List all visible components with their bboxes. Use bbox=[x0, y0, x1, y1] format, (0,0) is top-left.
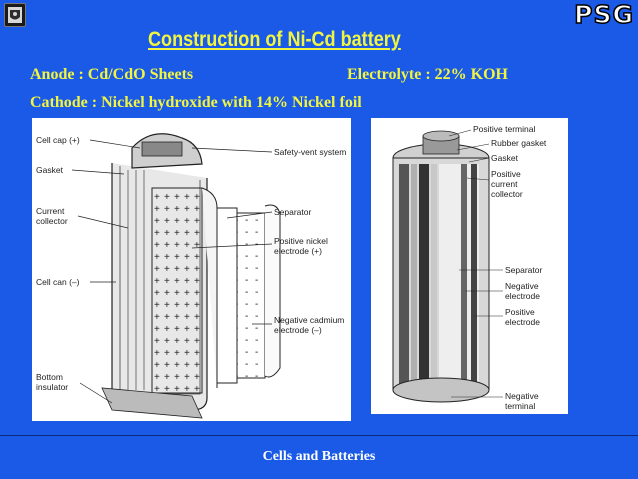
label-bottom-insulator: Bottom bbox=[36, 372, 63, 382]
label-positive-nickel: Positive nickel bbox=[274, 236, 328, 246]
label-negative-electrode-2: electrode bbox=[505, 291, 540, 301]
label-gasket: Gasket bbox=[36, 165, 64, 175]
label-separator: Separator bbox=[274, 207, 311, 217]
nicd-cutaway-diagram: + - bbox=[32, 118, 351, 421]
institute-crest-icon bbox=[4, 3, 26, 27]
label-positive-current-collector-3: collector bbox=[491, 189, 523, 199]
label-bottom-insulator-2: insulator bbox=[36, 382, 68, 392]
label-rubber-gasket: Rubber gasket bbox=[491, 138, 547, 148]
label-negative-electrode: Negative bbox=[505, 281, 539, 291]
label-positive-terminal: Positive terminal bbox=[473, 124, 535, 134]
footer-text: Cells and Batteries bbox=[262, 449, 376, 464]
electrolyte-text: Electrolyte : 22% KOH bbox=[347, 66, 508, 83]
label-positive-nickel-2: electrode (+) bbox=[274, 246, 322, 256]
slide-title: Construction of Ni-Cd battery bbox=[148, 28, 401, 51]
label-cell-cap: Cell cap (+) bbox=[36, 135, 80, 145]
label-current-collector-2: collector bbox=[36, 216, 68, 226]
label-positive-electrode: Positive bbox=[505, 307, 535, 317]
label-separator-right: Separator bbox=[505, 265, 542, 275]
label-negative-cadmium: Negative cadmium bbox=[274, 315, 344, 325]
label-safety-vent: Safety-vent system bbox=[274, 147, 346, 157]
label-negative-terminal: Negative bbox=[505, 391, 539, 401]
label-positive-current-collector-2: current bbox=[491, 179, 518, 189]
cathode-text: Cathode : Nickel hydroxide with 14% Nick… bbox=[30, 94, 362, 111]
anode-text: Anode : Cd/CdO Sheets bbox=[30, 66, 194, 83]
label-positive-electrode-2: electrode bbox=[505, 317, 540, 327]
label-negative-cadmium-2: electrode (–) bbox=[274, 325, 322, 335]
cylinder-body bbox=[392, 130, 490, 403]
label-negative-terminal-2: terminal bbox=[505, 401, 535, 411]
footer-divider bbox=[0, 435, 638, 436]
label-gasket-right: Gasket bbox=[491, 153, 519, 163]
label-cell-can: Cell can (–) bbox=[36, 277, 80, 287]
psg-logo: PSG bbox=[573, 0, 634, 29]
cell-body bbox=[101, 133, 281, 419]
nicd-cylinder-diagram: Positive terminal Rubber gasket Gasket P… bbox=[371, 118, 568, 414]
label-current-collector: Current bbox=[36, 206, 65, 216]
label-positive-current-collector: Positive bbox=[491, 169, 521, 179]
